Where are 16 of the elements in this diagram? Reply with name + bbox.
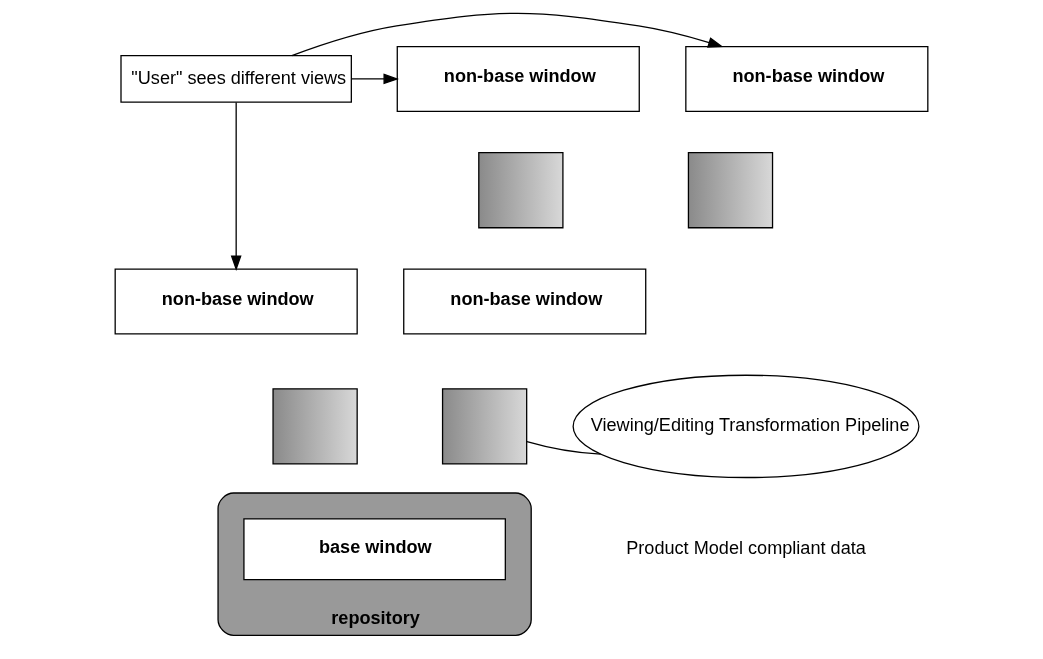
node-box: non-base window <box>685 45 929 112</box>
node-box <box>441 388 528 465</box>
node-box <box>478 152 564 229</box>
node-box: non-base window <box>114 268 358 335</box>
node-box <box>272 388 358 465</box>
node-box: non-base window <box>403 268 647 335</box>
node-box <box>687 152 774 229</box>
node-box: base window <box>243 518 506 581</box>
node-box: non-base window <box>396 45 640 112</box>
label: Product Model compliant data <box>626 538 866 559</box>
arrow <box>230 101 242 271</box>
arrow <box>291 12 724 57</box>
node-ellipse: Viewing/Editing Transformation Pipeline <box>572 374 920 479</box>
connector <box>526 441 602 455</box>
arrow <box>351 73 399 85</box>
node-box: "User" sees different views <box>120 55 352 103</box>
